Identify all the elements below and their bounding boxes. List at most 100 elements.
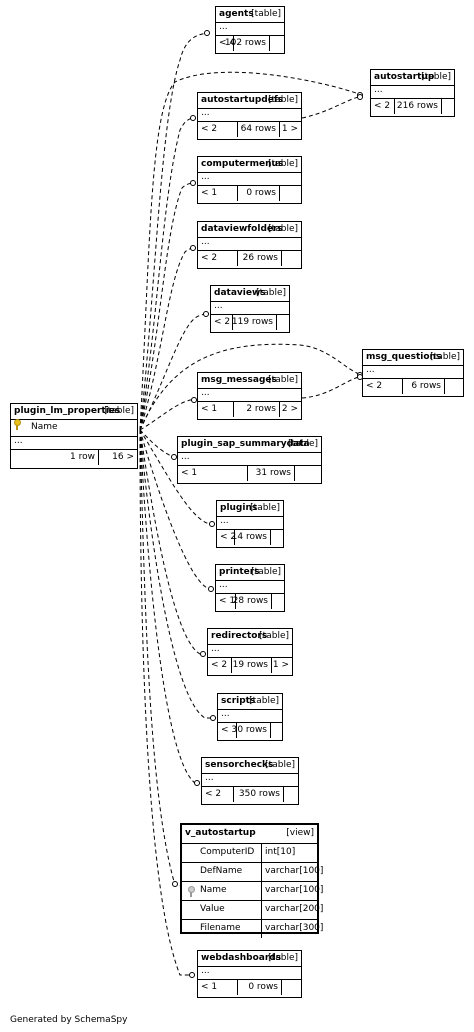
edge-msg-messages: [139, 399, 196, 431]
parents-count[interactable]: < 2: [201, 253, 218, 263]
foreign-key-icon: [188, 886, 195, 897]
row-count: 28 rows: [232, 596, 268, 606]
parents-count[interactable]: < 1: [201, 982, 218, 992]
parents-count[interactable]: < 1: [201, 188, 218, 198]
view-column-row: Name varchar[100]: [182, 882, 323, 901]
table-plugin-lm-properties[interactable]: plugin_lm_properties[table] Name ... 1 r…: [10, 403, 138, 469]
table-kind: [table]: [288, 439, 318, 449]
table-name: msg_questions: [366, 352, 442, 362]
table-kind: [table]: [268, 953, 298, 963]
parents-count[interactable]: < 1: [219, 596, 236, 606]
table-name: autostartup: [374, 72, 435, 82]
more-columns: ...: [205, 773, 214, 783]
parents-count[interactable]: < 2: [374, 101, 391, 111]
parents-count[interactable]: < 3: [221, 725, 238, 735]
edge-sap: [139, 429, 177, 459]
table-name: plugins: [220, 503, 258, 513]
row-count: 0 rows: [246, 188, 276, 198]
row-count: 64 rows: [240, 124, 276, 134]
row-count: 1 row: [70, 452, 95, 462]
parents-count[interactable]: < 2: [220, 532, 237, 542]
edge-msgmessages-msgquestions: [301, 375, 363, 399]
more-columns: ...: [366, 365, 375, 375]
edge-computermenus: [139, 182, 196, 431]
column-type: varchar[200]: [265, 904, 324, 914]
table-kind: [table]: [104, 406, 134, 416]
table-kind: [table]: [265, 760, 295, 770]
table-name: redirectors: [211, 631, 268, 641]
table-kind: [table]: [250, 503, 280, 513]
column-type: varchar[100]: [265, 885, 324, 895]
more-columns: ...: [211, 644, 220, 654]
column-name: Name: [31, 422, 58, 432]
generated-by-credit[interactable]: Generated by SchemaSpy: [10, 1015, 128, 1025]
table-name: dataviewfolders: [201, 224, 283, 234]
table-name: agents: [219, 9, 254, 19]
table-name: computermenus: [201, 159, 284, 169]
edge-autostartupdefs: [139, 117, 196, 431]
parents-count[interactable]: < 2: [211, 660, 228, 670]
table-computermenus[interactable]: computermenus[table] ... < 1 0 rows: [197, 156, 302, 204]
more-columns: ...: [214, 301, 223, 311]
more-columns: ...: [201, 966, 210, 976]
more-columns: ...: [201, 237, 210, 247]
parents-count[interactable]: < 1: [181, 468, 198, 478]
table-name: printers: [219, 567, 260, 577]
row-count: 0 rows: [248, 982, 278, 992]
edge-msg-questions: [139, 343, 363, 431]
row-count: 19 rows: [232, 660, 268, 670]
parents-count[interactable]: < 1: [201, 404, 218, 414]
edge-autostartup: [139, 71, 363, 431]
children-count[interactable]: 1 >: [281, 124, 298, 134]
parents-count[interactable]: < 2: [201, 124, 218, 134]
more-columns: ...: [221, 709, 230, 719]
table-name: scripts: [221, 696, 256, 706]
table-kind: [table]: [268, 95, 298, 105]
table-kind: [table]: [268, 159, 298, 169]
row-count: 102 rows: [224, 38, 266, 48]
column-name: DefName: [200, 866, 243, 876]
parents-count[interactable]: < 2: [366, 381, 383, 391]
column-type: varchar[300]: [265, 923, 324, 933]
children-count[interactable]: 2 >: [281, 404, 298, 414]
more-columns: ...: [374, 85, 383, 95]
view-kind: [view]: [286, 828, 314, 838]
parents-count[interactable]: < 2: [214, 317, 231, 327]
children-count[interactable]: 16 >: [112, 452, 134, 462]
table-kind: [table]: [268, 375, 298, 385]
children-count[interactable]: 1 >: [272, 660, 289, 670]
view-v-autostartup[interactable]: v_autostartup [view] ComputerID int[10] De…: [180, 823, 323, 938]
table-kind: [table]: [251, 567, 281, 577]
row-count: 6 rows: [411, 381, 441, 391]
primary-key-icon: [14, 419, 21, 430]
edge-agents: [139, 32, 210, 431]
table-kind: [table]: [256, 288, 286, 298]
column-name: ComputerID: [200, 847, 255, 857]
more-columns: ...: [201, 172, 210, 182]
edge-webdashboards: [139, 429, 195, 976]
row-count: 350 rows: [238, 789, 280, 799]
view-name: v_autostartup: [185, 828, 256, 838]
parents-count[interactable]: < 2: [205, 789, 222, 799]
column-type: int[10]: [265, 847, 296, 857]
parents-count[interactable]: < 4: [219, 38, 236, 48]
column-name: Name: [200, 885, 227, 895]
